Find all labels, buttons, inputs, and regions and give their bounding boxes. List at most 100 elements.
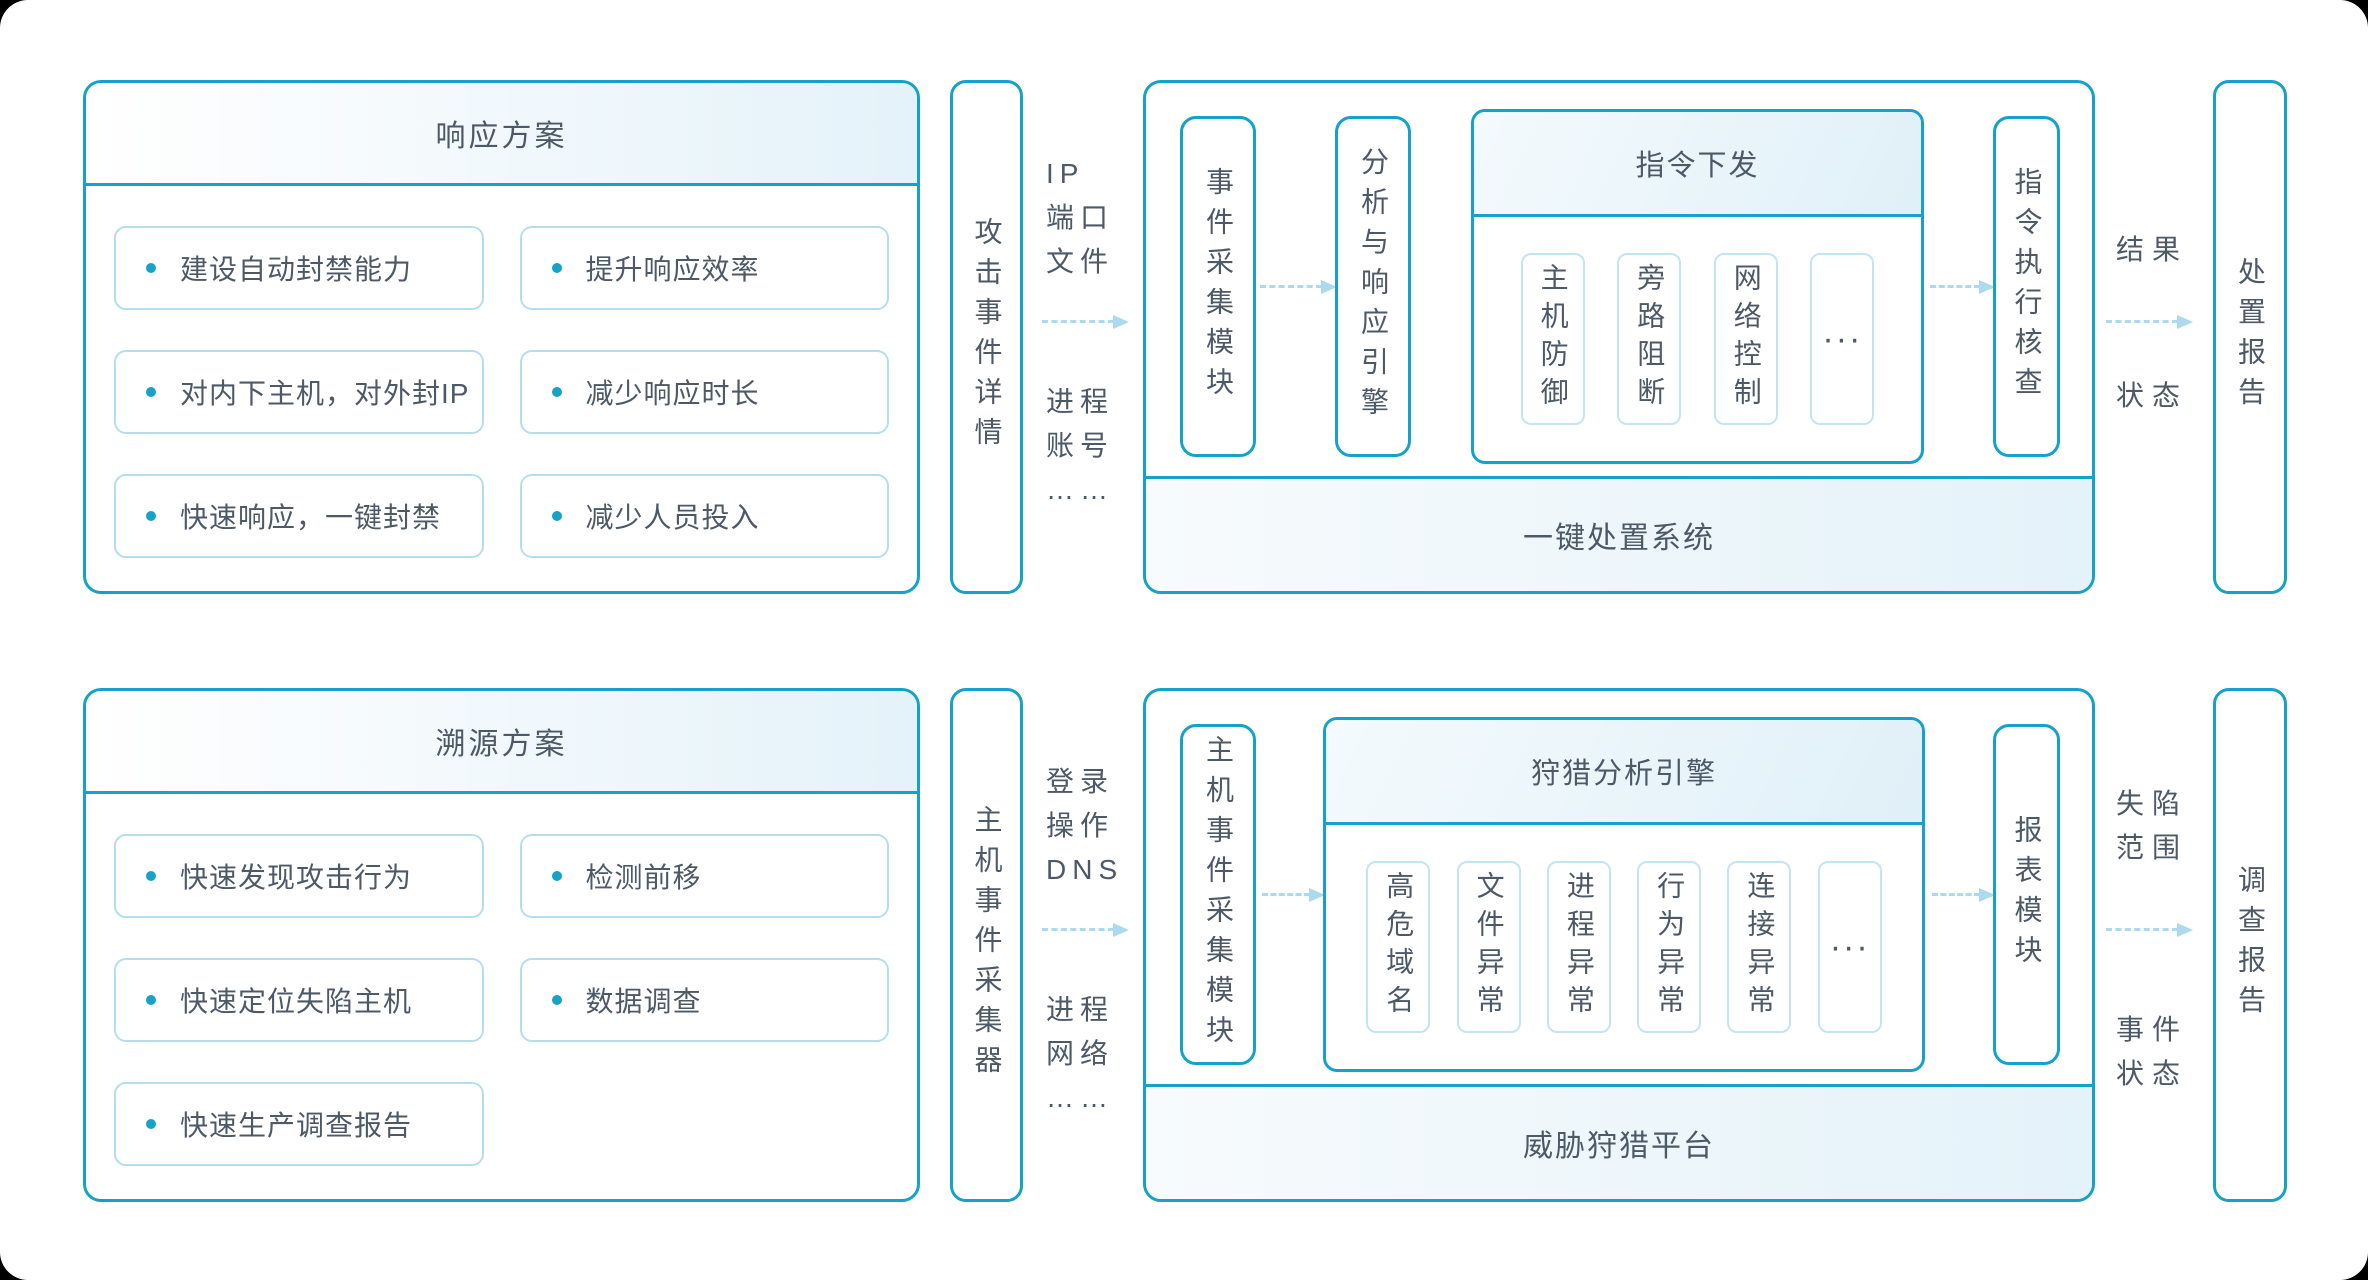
disposal-report-label: 处置报告 xyxy=(2235,257,2266,417)
tracing-plan-title: 溯源方案 xyxy=(435,728,568,761)
flow-output-bottom: 事件 状态 xyxy=(2116,1014,2189,1089)
one-click-disposal-system-box: 事件采集模块 分析与响应引擎 指令下发 主机防御 旁路阻断 网络控制 ··· 指… xyxy=(1143,80,2095,594)
command-dispatch-title: 指令下发 xyxy=(1635,150,1760,182)
plan-item-label: 减少人员投入 xyxy=(585,502,760,533)
host-event-collector-label: 主机事件采集器 xyxy=(971,805,1003,1085)
response-plan-box: 响应方案 建设自动封禁能力 提升响应效率 对内下主机，对外封IP 减少响应时长 … xyxy=(83,80,920,594)
flow-arrow-right-icon xyxy=(1042,315,1129,329)
plan-item-label: 快速生产调查报告 xyxy=(180,1110,413,1141)
bullet-dot-icon xyxy=(146,871,156,881)
engine-chip: 网络控制 xyxy=(1713,253,1778,425)
bullet-dot-icon xyxy=(146,1119,156,1129)
engine-chip: 进程异常 xyxy=(1546,861,1611,1033)
plan-item: 数据调查 xyxy=(519,958,889,1042)
investigation-report-bar: 调查报告 xyxy=(2213,688,2287,1202)
plan-item-label: 对内下主机，对外封IP xyxy=(180,378,470,409)
plan-item: 快速发现攻击行为 xyxy=(114,834,484,918)
bullet-dot-icon xyxy=(551,387,562,397)
engine-chip: 主机防御 xyxy=(1520,253,1585,425)
engine-chip-label: 旁路阻断 xyxy=(1634,263,1666,415)
bullet-dot-icon xyxy=(551,263,562,273)
flow-input-types-top: 登录 操作 DNS xyxy=(1046,766,1124,885)
bullet-dot-icon xyxy=(146,263,156,273)
flow-output-top: 失陷 范围 xyxy=(2116,788,2189,863)
plan-item: 减少响应时长 xyxy=(519,350,889,434)
plan-item: 检测前移 xyxy=(519,834,889,918)
hunting-analysis-engine-chips: 高危域名 文件异常 进程异常 行为异常 连接异常 ··· xyxy=(1326,825,1922,1069)
investigation-report-label: 调查报告 xyxy=(2235,865,2266,1025)
engine-chip-label: 行为异常 xyxy=(1654,871,1686,1023)
engine-chip: 行为异常 xyxy=(1637,861,1702,1033)
attack-event-details-label: 攻击事件详情 xyxy=(971,217,1003,457)
bullet-dot-icon xyxy=(146,995,156,1005)
plan-item-label: 快速定位失陷主机 xyxy=(180,986,413,1017)
output-flow-labels: 结果 状态 xyxy=(2104,80,2196,594)
tracing-plan-header: 溯源方案 xyxy=(86,691,917,794)
engine-chip-more: ··· xyxy=(1817,861,1882,1033)
analysis-response-engine-bar: 分析与响应引擎 xyxy=(1335,116,1411,457)
command-dispatch-chips: 主机防御 旁路阻断 网络控制 ··· xyxy=(1474,217,1921,461)
plan-item: 提升响应效率 xyxy=(519,226,889,310)
engine-chip: 旁路阻断 xyxy=(1617,253,1682,425)
bullet-dot-icon xyxy=(146,387,156,397)
hunting-analysis-engine-box: 狩猎分析引擎 高危域名 文件异常 进程异常 行为异常 连接异常 ··· xyxy=(1323,717,1925,1072)
flow-input-types-bottom: 进程 网络 …… xyxy=(1046,994,1115,1113)
plan-item: 减少人员投入 xyxy=(519,474,889,558)
flow-output-top: 结果 xyxy=(2116,234,2189,265)
response-plan-header: 响应方案 xyxy=(86,83,917,186)
input-flow-labels: IP 端口 文件 进程 账号 …… xyxy=(1040,80,1136,594)
input-flow-labels: 登录 操作 DNS 进程 网络 …… xyxy=(1040,688,1136,1202)
bullet-dot-icon xyxy=(551,871,562,881)
report-module-label: 报表模块 xyxy=(2011,814,2043,975)
flow-input-types-top: IP 端口 文件 xyxy=(1046,158,1115,277)
bullet-dot-icon xyxy=(551,511,562,521)
tracing-plan-items: 快速发现攻击行为 检测前移 快速定位失陷主机 数据调查 快速生产调查报告 xyxy=(86,794,917,1166)
threat-hunting-platform-box: 主机事件采集模块 狩猎分析引擎 高危域名 文件异常 进程异常 行为异常 连接异常… xyxy=(1143,688,2095,1202)
plan-item-label: 数据调查 xyxy=(585,986,702,1017)
flow-arrow-right-icon xyxy=(1042,923,1129,937)
output-flow-labels: 失陷 范围 事件 状态 xyxy=(2104,688,2196,1202)
engine-chip: 连接异常 xyxy=(1727,861,1792,1033)
disposal-report-bar: 处置报告 xyxy=(2213,80,2287,594)
response-plan-title: 响应方案 xyxy=(435,120,568,153)
tracing-plan-box: 溯源方案 快速发现攻击行为 检测前移 快速定位失陷主机 数据调查 快速生产调查报… xyxy=(83,688,920,1202)
event-collection-module-bar: 事件采集模块 xyxy=(1180,116,1256,457)
plan-item-label: 建设自动封禁能力 xyxy=(180,254,413,285)
engine-chip-label: 文件异常 xyxy=(1473,871,1505,1023)
plan-item-label: 检测前移 xyxy=(585,862,702,893)
bullet-dot-icon xyxy=(551,995,562,1005)
bullet-dot-icon xyxy=(146,511,156,521)
report-module-bar: 报表模块 xyxy=(1993,724,2060,1065)
plan-item-label: 快速响应，一键封禁 xyxy=(180,502,442,533)
engine-chip-label: 网络控制 xyxy=(1730,263,1762,415)
one-click-disposal-system-band: 一键处置系统 xyxy=(1146,476,2092,591)
attack-event-details-bar: 攻击事件详情 xyxy=(950,80,1023,594)
tracing-row: 溯源方案 快速发现攻击行为 检测前移 快速定位失陷主机 数据调查 快速生产调查报… xyxy=(0,688,2368,1202)
one-click-disposal-system-title: 一键处置系统 xyxy=(1523,522,1715,555)
flow-arrow-right-icon xyxy=(1930,280,1995,294)
engine-chip: 文件异常 xyxy=(1456,861,1521,1033)
flow-input-types-bottom: 进程 账号 …… xyxy=(1046,386,1115,505)
plan-item: 快速生产调查报告 xyxy=(114,1082,484,1166)
flow-arrow-right-icon xyxy=(1260,280,1337,294)
host-event-collection-module-bar: 主机事件采集模块 xyxy=(1180,724,1256,1065)
response-plan-items: 建设自动封禁能力 提升响应效率 对内下主机，对外封IP 减少响应时长 快速响应，… xyxy=(86,186,917,558)
engine-chip-label: 主机防御 xyxy=(1537,263,1569,415)
engine-chip-label: 连接异常 xyxy=(1744,871,1776,1023)
ellipsis-icon: ··· xyxy=(1822,320,1863,358)
flow-output-bottom: 状态 xyxy=(2116,380,2189,411)
engine-chip-more: ··· xyxy=(1810,253,1875,425)
flow-arrow-right-icon xyxy=(2106,923,2193,937)
engine-chip-label: 高危域名 xyxy=(1383,871,1415,1023)
engine-chip-label: 进程异常 xyxy=(1563,871,1595,1023)
command-dispatch-header: 指令下发 xyxy=(1474,112,1921,217)
plan-item: 对内下主机，对外封IP xyxy=(114,350,484,434)
hunting-analysis-engine-title: 狩猎分析引擎 xyxy=(1530,758,1717,790)
plan-item: 快速响应，一键封禁 xyxy=(114,474,484,558)
flow-arrow-right-icon xyxy=(1932,888,1995,902)
command-execution-check-bar: 指令执行核查 xyxy=(1993,116,2060,457)
flow-arrow-right-icon xyxy=(2106,315,2193,329)
threat-hunting-platform-band: 威胁狩猎平台 xyxy=(1146,1084,2092,1199)
plan-item-label: 快速发现攻击行为 xyxy=(180,862,413,893)
